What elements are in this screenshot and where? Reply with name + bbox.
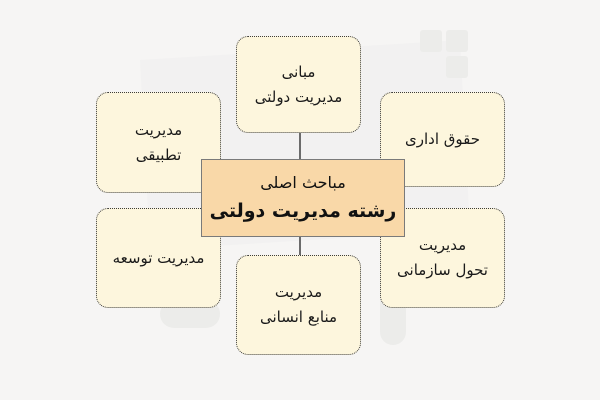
connector-top (299, 133, 301, 159)
center-node: مباحث اصلی رشته مدیریت دولتی (201, 159, 405, 237)
node-top-left-line1: مدیریت (134, 120, 183, 139)
node-bottom-line2: منابع انسانی (259, 308, 338, 326)
node-top-line2: مدیریت دولتی (254, 87, 343, 106)
node-bottom-left-line1: مدیریت توسعه (112, 248, 205, 267)
node-top-right-line1: حقوق اداری (405, 130, 481, 148)
node-bottom: مدیریت منابع انسانی (236, 255, 361, 355)
node-bottom-line1: مدیریت (274, 283, 323, 301)
node-bottom-right-line1: مدیریت (418, 236, 467, 254)
node-top-line1: مبانی (281, 62, 316, 81)
node-top: مبانی مدیریت دولتی (236, 36, 361, 133)
center-node-line1: مباحث اصلی (260, 173, 346, 192)
node-bottom-left: مدیریت توسعه (96, 208, 221, 308)
connector-bottom (299, 237, 301, 255)
center-node-line2: رشته مدیریت دولتی (209, 200, 397, 222)
node-bottom-right-line2: تحول سازمانی (397, 261, 488, 279)
node-top-right: حقوق اداری (380, 92, 505, 187)
node-top-left: مدیریت تطبیقی (96, 92, 221, 193)
node-top-left-line2: تطبیقی (135, 145, 182, 164)
